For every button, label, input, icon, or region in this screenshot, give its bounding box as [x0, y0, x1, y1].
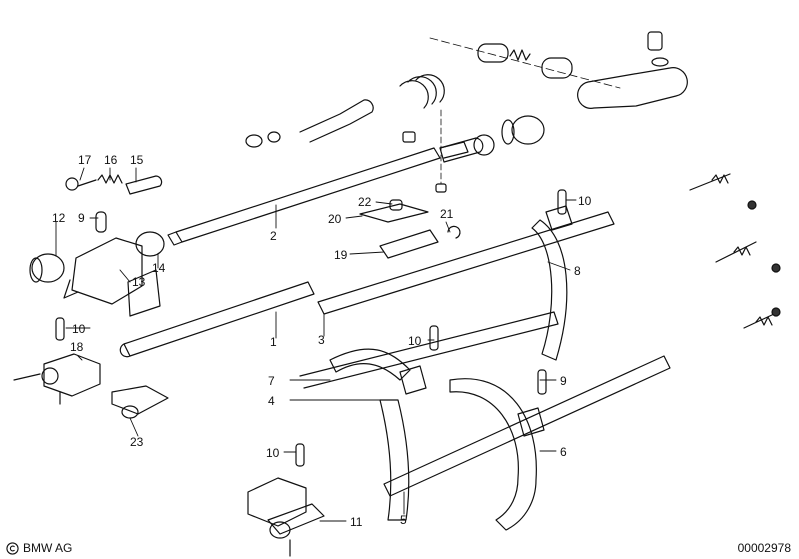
label-19: 19 — [334, 248, 348, 262]
label-17: 17 — [78, 153, 92, 167]
label-12: 12 — [52, 211, 66, 225]
shaft-2 — [167, 141, 469, 246]
label-3: 3 — [318, 333, 325, 347]
label-23: 23 — [130, 435, 144, 449]
detent-springs-right — [689, 173, 781, 329]
label-8: 8 — [574, 264, 581, 278]
part-labels: 1 2 3 4 5 6 7 8 9 9 10 10 10 10 11 12 13… — [52, 153, 592, 529]
label-4: 4 — [268, 394, 275, 408]
selector-parts-19-22 — [359, 199, 461, 259]
shaft-1 — [119, 281, 315, 358]
label-21: 21 — [440, 207, 454, 221]
part-11-group — [247, 443, 325, 557]
upper-linkage-assembly — [245, 31, 688, 193]
label-10-top-right: 10 — [578, 194, 592, 208]
label-14: 14 — [152, 261, 166, 275]
label-16: 16 — [104, 153, 118, 167]
parts-18-23 — [13, 317, 169, 419]
label-10-left: 10 — [72, 322, 86, 336]
label-20: 20 — [328, 212, 342, 226]
brand-footer: BMW AG — [6, 541, 72, 555]
copyright-icon — [6, 541, 19, 555]
label-11: 11 — [350, 515, 363, 529]
fork-4-assembly — [299, 311, 559, 521]
label-13: 13 — [132, 275, 146, 289]
left-parts-group — [29, 174, 165, 317]
label-10-middle: 10 — [408, 334, 422, 348]
leader-lines — [55, 167, 577, 522]
label-10-bottom: 10 — [266, 446, 280, 460]
shaft-3-fork-8 — [317, 189, 615, 361]
label-5: 5 — [400, 513, 407, 527]
label-9-left: 9 — [78, 211, 85, 225]
label-15: 15 — [130, 153, 144, 167]
label-18: 18 — [70, 340, 84, 354]
label-2: 2 — [270, 229, 277, 243]
shaft-5-fork-6 — [383, 355, 671, 531]
label-1: 1 — [270, 335, 277, 349]
label-6: 6 — [560, 445, 567, 459]
label-7: 7 — [268, 374, 275, 388]
document-number: 00002978 — [737, 541, 791, 555]
brand-name: BMW AG — [23, 541, 73, 555]
label-9-right: 9 — [560, 374, 567, 388]
label-22: 22 — [358, 195, 372, 209]
